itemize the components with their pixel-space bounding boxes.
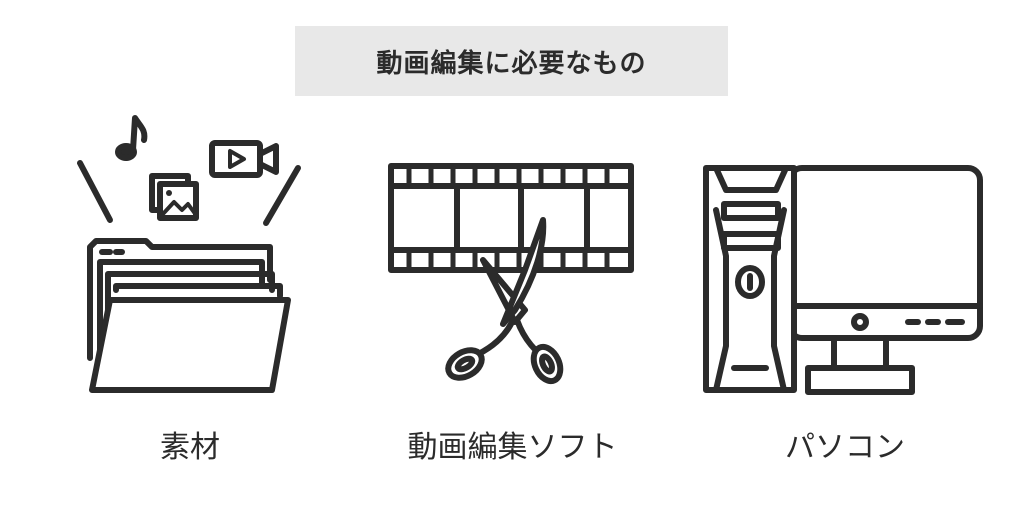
title-banner: 動画編集に必要なもの [295,26,728,96]
page-title: 動画編集に必要なもの [376,48,647,79]
caption-materials: 素材 [160,430,220,465]
desktop-computer-icon [703,165,983,395]
caption-software: 動画編集ソフト [407,430,618,465]
folder-media-icon [77,115,301,393]
caption-pc: パソコン [785,430,905,465]
film-scissors-icon [388,163,634,385]
item-pc: パソコン [690,110,1000,470]
item-software: 動画編集ソフト [375,110,650,470]
item-materials: 素材 [60,110,320,470]
